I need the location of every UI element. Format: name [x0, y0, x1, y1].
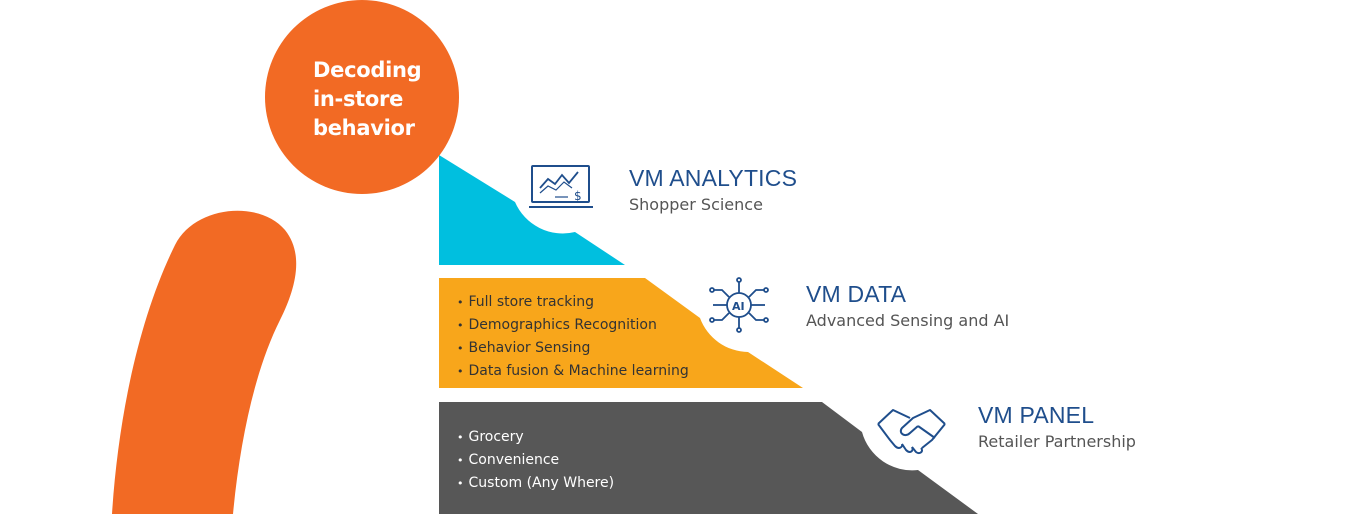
tier-data-subtitle: Advanced Sensing and AI — [806, 311, 1010, 330]
handshake-icon — [877, 409, 946, 455]
tier-analytics-subtitle: Shopper Science — [629, 195, 763, 214]
list-item: Demographics Recognition — [457, 314, 689, 337]
list-item: Convenience — [457, 449, 614, 472]
headline: Decoding in-store behavior — [313, 56, 453, 143]
svg-text:$: $ — [574, 189, 582, 203]
list-item: Full store tracking — [457, 291, 689, 314]
list-item: Data fusion & Machine learning — [457, 360, 689, 383]
head-circle — [265, 0, 459, 194]
analytics-screen-icon: $ — [529, 165, 593, 208]
tier-data-title: VM DATA — [806, 281, 907, 307]
tier-panel-subtitle: Retailer Partnership — [978, 432, 1136, 451]
list-item: Custom (Any Where) — [457, 472, 615, 495]
tier-analytics-shape — [439, 155, 625, 265]
list-item: Behavior Sensing — [457, 337, 689, 360]
ai-chip-icon: AI — [709, 277, 769, 333]
headline-line: in-store — [313, 87, 404, 111]
tier-panel-title: VM PANEL — [978, 402, 1095, 428]
tier-analytics-title: VM ANALYTICS — [629, 165, 798, 191]
svg-text:AI: AI — [732, 300, 745, 313]
tier-panel-bullets: Grocery Convenience Custom (Any Where) — [457, 426, 615, 495]
headline-line: behavior — [313, 116, 415, 140]
body-arc — [112, 210, 297, 514]
list-item: Grocery — [457, 426, 614, 449]
headline-line: Decoding — [313, 58, 422, 82]
tier-data-bullets: Full store tracking Demographics Recogni… — [457, 291, 689, 383]
